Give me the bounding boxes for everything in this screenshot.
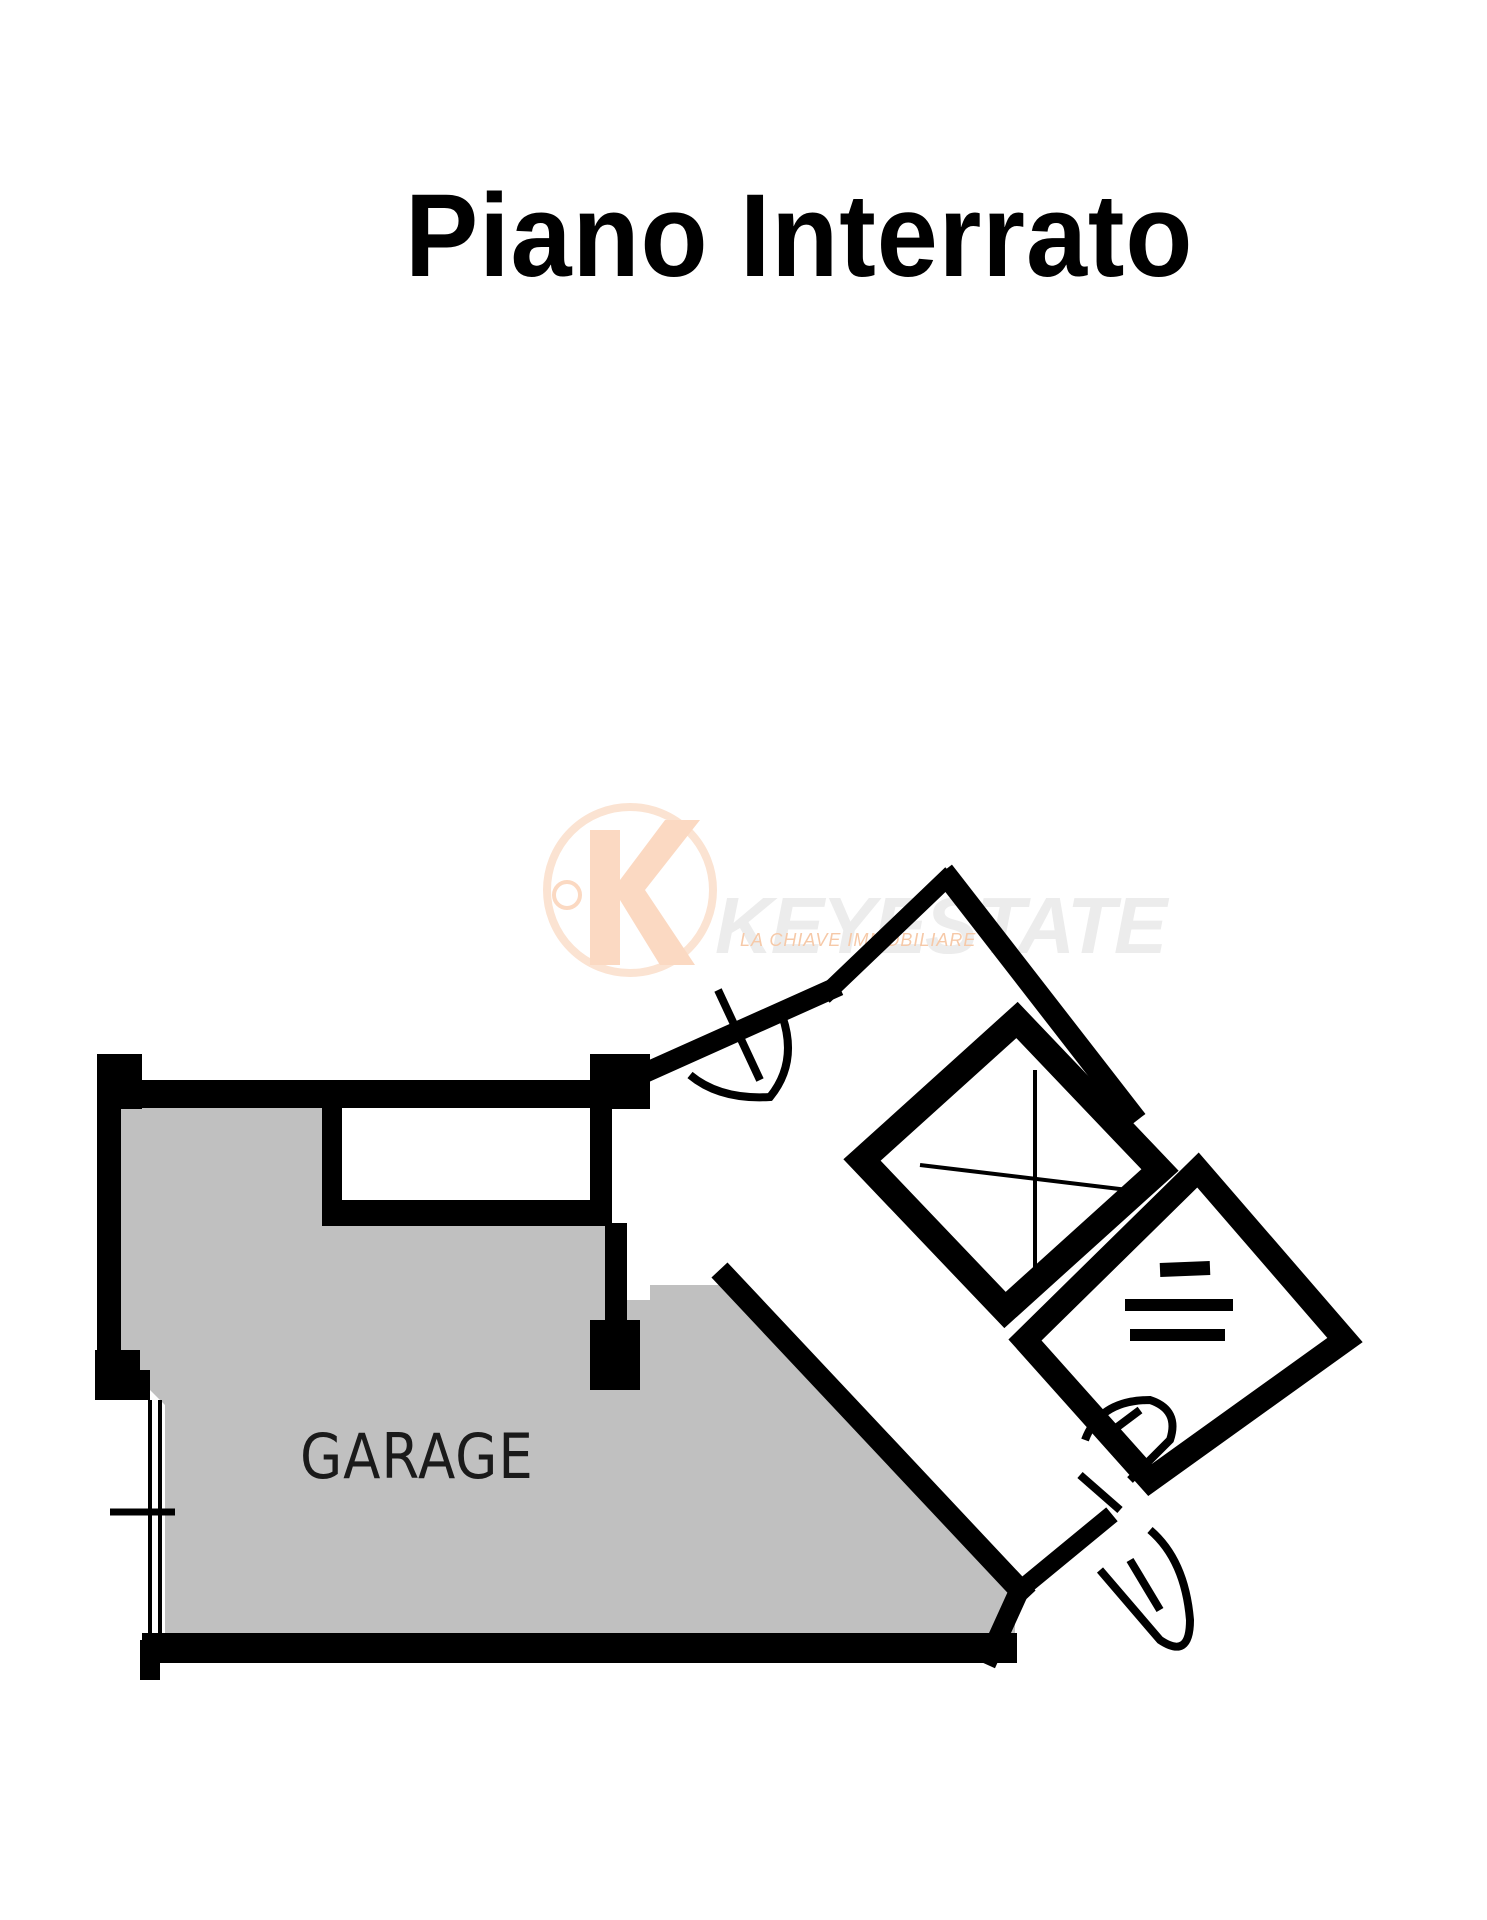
room-label-garage: GARAGE bbox=[300, 1420, 534, 1493]
left-window-frame bbox=[110, 1400, 175, 1640]
door-swing-icons bbox=[687, 988, 1195, 1651]
garage-walls bbox=[95, 1054, 1017, 1680]
watermark-circle-icon bbox=[543, 803, 717, 977]
stair-room-icon bbox=[1008, 1152, 1363, 1497]
storage-grid bbox=[372, 1108, 553, 1195]
watermark-k-icon bbox=[590, 820, 700, 965]
floor-title: Piano Interrato bbox=[405, 170, 1194, 302]
watermark-tagline: LA CHIAVE IMMOBILIARE bbox=[740, 930, 977, 950]
elevator-shaft-icon bbox=[843, 1001, 1179, 1329]
garage-area bbox=[118, 1103, 1015, 1660]
